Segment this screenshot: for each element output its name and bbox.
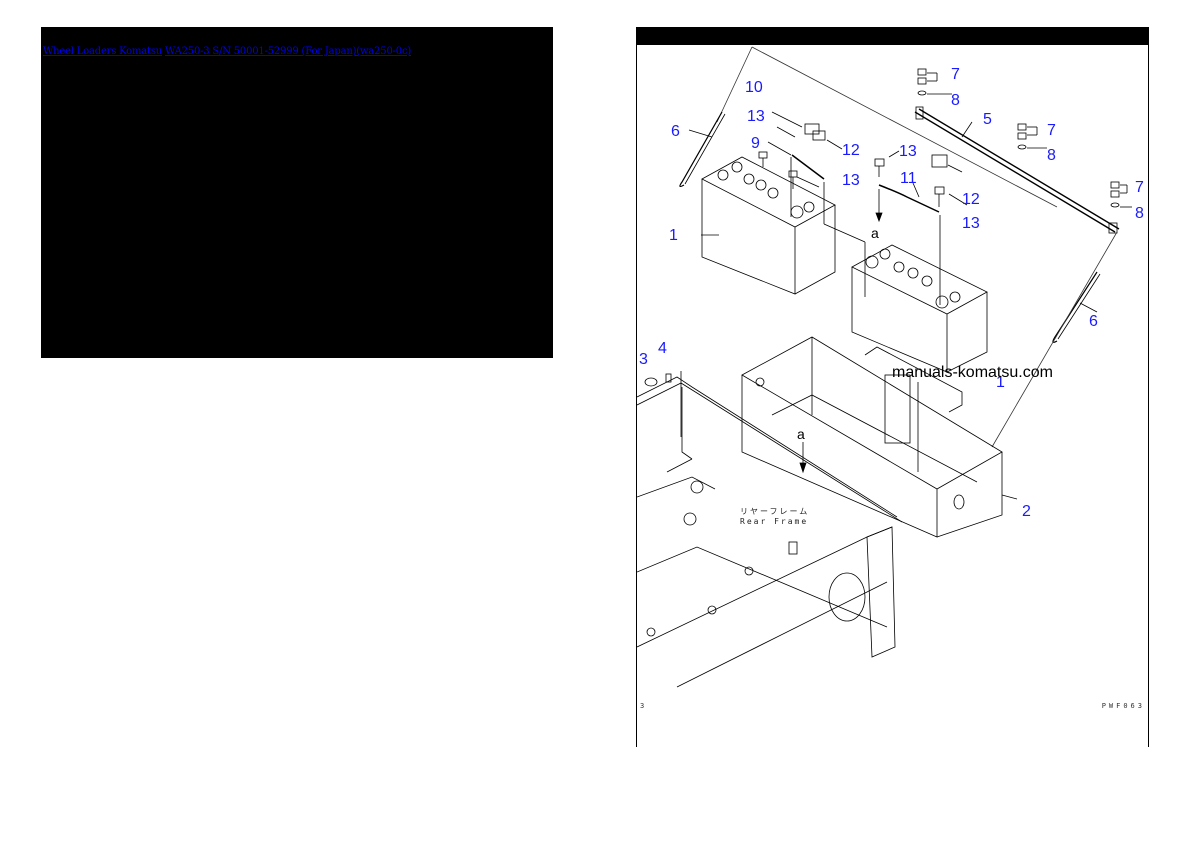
callout-7: 7 [951, 66, 960, 83]
callout-8: 8 [951, 92, 960, 109]
category-link[interactable]: Wheel Loaders Komatsu [43, 46, 163, 57]
callout-1: 1 [669, 227, 678, 244]
callout-7: 7 [1135, 179, 1144, 196]
watermark: manuals-komatsu.com [892, 364, 1053, 381]
callout-8: 8 [1135, 205, 1144, 222]
callout-a: a [797, 426, 805, 442]
rear-frame-label-en: Rear Frame [740, 517, 809, 526]
callout-6: 6 [671, 123, 680, 140]
callout-12: 12 [962, 191, 980, 208]
callout-4: 4 [658, 340, 667, 357]
callout-11: 11 [900, 170, 917, 187]
callout-a: a [871, 225, 879, 241]
model-link[interactable]: WA250-3 S/N 50001-52999 (For Japan)(wa25… [165, 46, 412, 57]
callout-3: 3 [639, 351, 648, 368]
callout-1: 1 [996, 374, 1005, 391]
callout-13: 13 [747, 108, 765, 125]
callout-13: 13 [899, 143, 917, 160]
callout-6: 6 [1089, 313, 1098, 330]
parts-diagram: 6 10 13 9 12 13 1 13 11 12 13 a 7 8 5 7 … [636, 27, 1149, 747]
callout-2: 2 [1022, 503, 1031, 520]
callout-9: 9 [751, 135, 760, 152]
rear-frame-label: リヤーフレーム Rear Frame [740, 507, 809, 527]
callout-13: 13 [842, 172, 860, 189]
rear-frame-label-jp: リヤーフレーム [740, 507, 810, 516]
figure-code: PWF063 [1101, 702, 1145, 710]
diagram-header-bar [637, 27, 1148, 45]
battery-assembly-drawing [637, 46, 1132, 688]
callout-7: 7 [1047, 122, 1056, 139]
callout-5: 5 [983, 111, 992, 128]
model-info-panel: Wheel Loaders Komatsu WA250-3 S/N 50001-… [41, 27, 553, 358]
callout-12: 12 [842, 142, 860, 159]
callout-13: 13 [962, 215, 980, 232]
breadcrumb: Wheel Loaders Komatsu WA250-3 S/N 50001-… [43, 46, 411, 57]
callout-10: 10 [745, 79, 763, 96]
callout-8: 8 [1047, 147, 1056, 164]
figure-number: 3 [640, 702, 645, 710]
